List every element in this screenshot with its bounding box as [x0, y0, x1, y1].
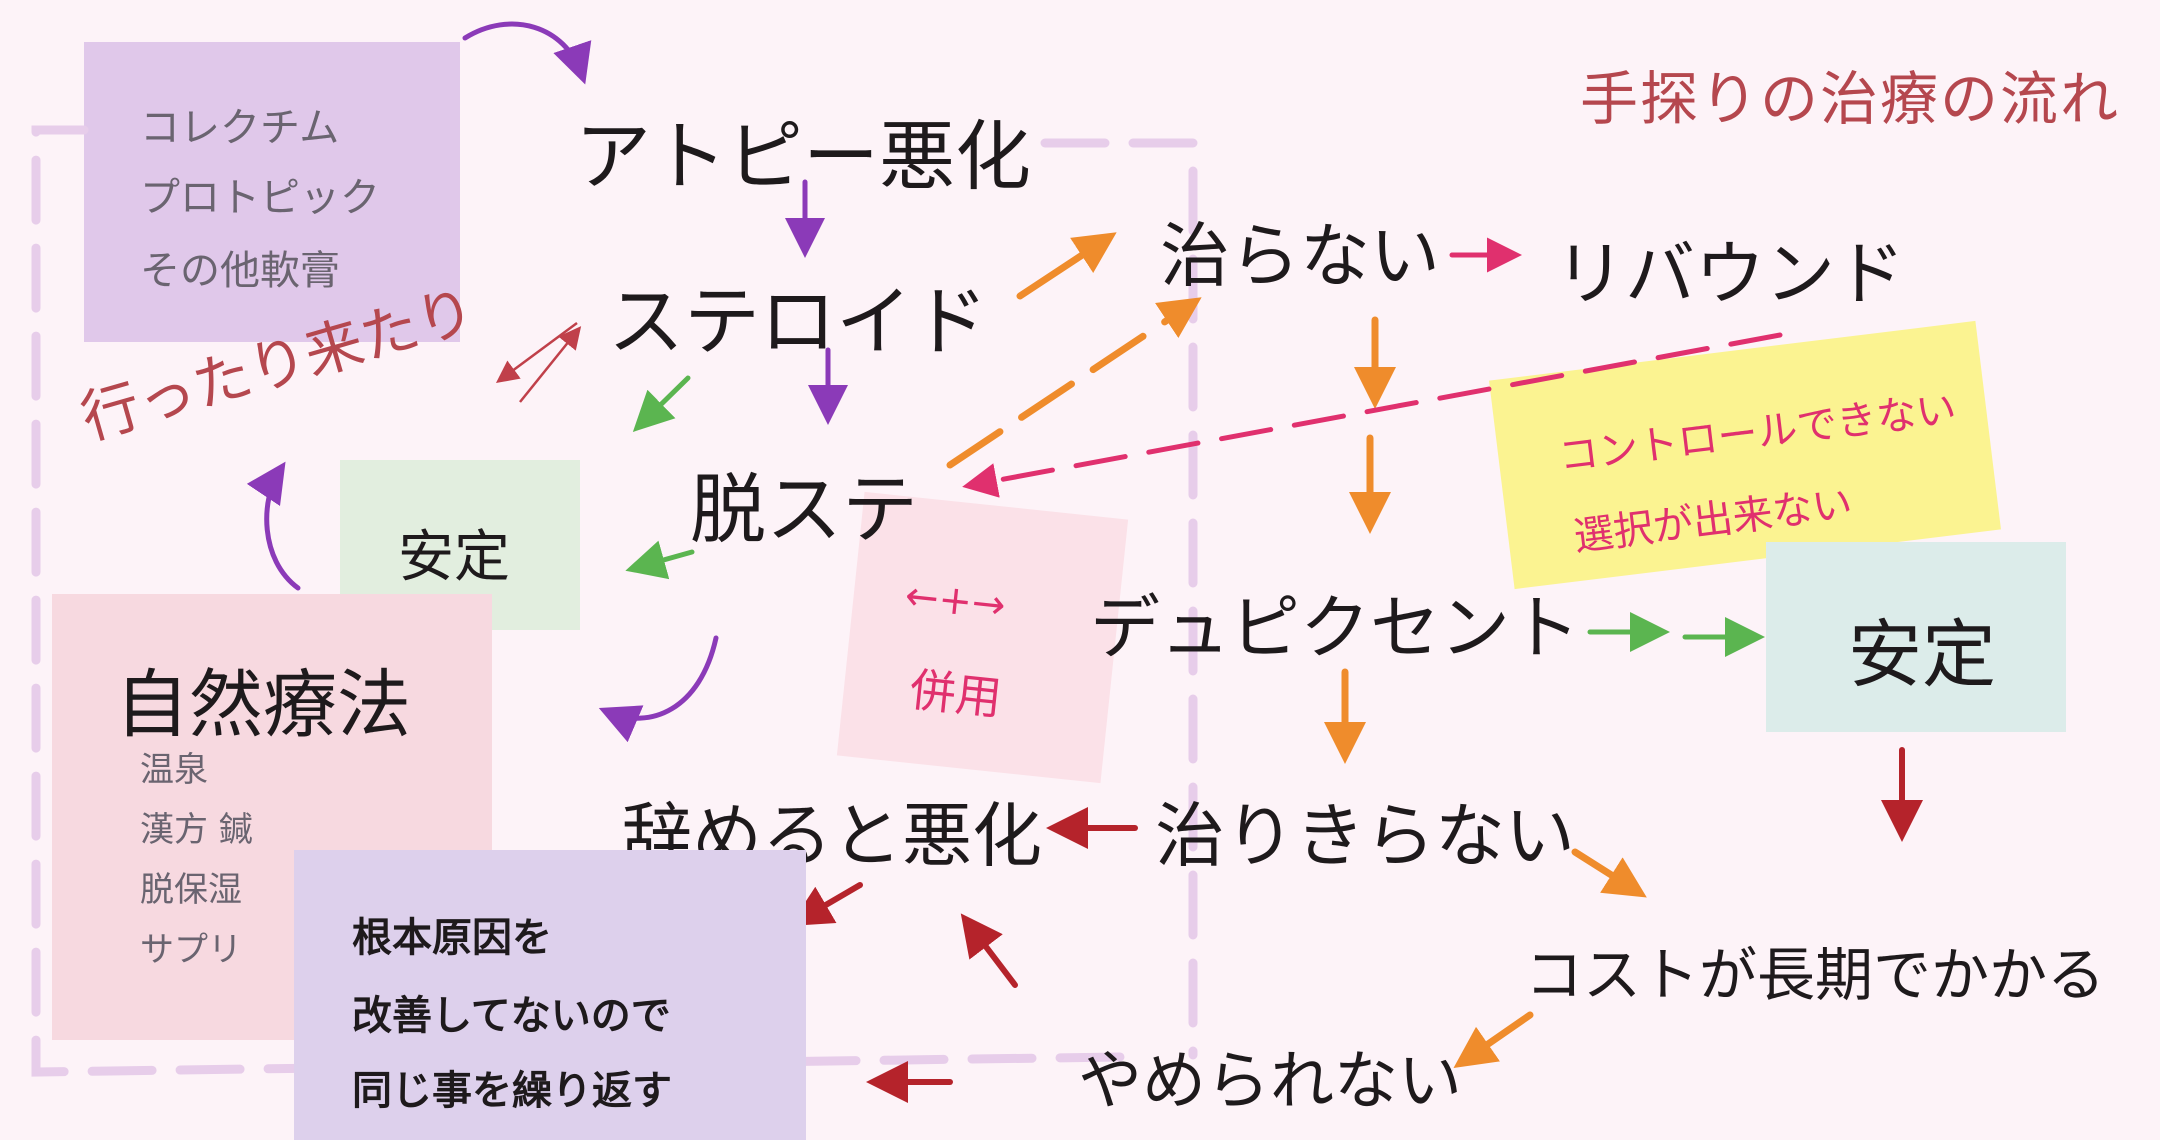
stable-label-small: 安定 [398, 525, 510, 590]
node-steroid: ステロイド [608, 277, 988, 366]
node-cannot-quit: やめられない [1078, 1045, 1462, 1119]
node-not-fully-healed: 治りきらない [1155, 795, 1575, 877]
page-title: 手探りの治療の流れ [1580, 65, 2121, 133]
meds-item: コレクチム [140, 105, 340, 151]
pink-arrows [962, 237, 1783, 498]
natural-therapy-item: 温泉 [140, 750, 208, 790]
node-cost-long-term: コストが長期でかかる [1525, 941, 2106, 1009]
topical-medicines-box [84, 42, 460, 342]
stable-label-large: 安定 [1848, 612, 1996, 698]
root-cause-line: 同じ事を繰り返す [352, 1068, 672, 1114]
natural-therapy-item: 脱保湿 [140, 870, 242, 910]
meds-item: その他軟膏 [140, 248, 340, 294]
meds-item: プロトピック [140, 175, 380, 221]
node-datsu-ste: 脱ステ [690, 465, 918, 554]
green-arrows [625, 375, 1765, 657]
node-not-healed: 治らない [1160, 215, 1440, 297]
purple-arrows [246, 21, 848, 743]
natural-therapy-title: 自然療法 [115, 662, 411, 748]
node-atopy-worse: アトピー悪化 [575, 112, 1031, 201]
orange-arrows [946, 232, 1647, 1068]
back-and-forth-arrows [495, 321, 582, 403]
stable-box-large [1766, 542, 2066, 732]
red-arrows [789, 747, 1923, 1103]
natural-therapy-item: 漢方 鍼 [140, 810, 253, 850]
root-cause-line: 根本原因を [352, 915, 552, 961]
node-rebound: リバウンド [1555, 233, 1905, 315]
root-cause-line: 改善してないので [352, 993, 671, 1039]
combined-label: 併用 [907, 662, 1005, 726]
natural-therapy-item: サプリ [140, 930, 242, 970]
node-dupixent: デュピクセント [1090, 587, 1580, 669]
root-cause-box [294, 850, 806, 1140]
